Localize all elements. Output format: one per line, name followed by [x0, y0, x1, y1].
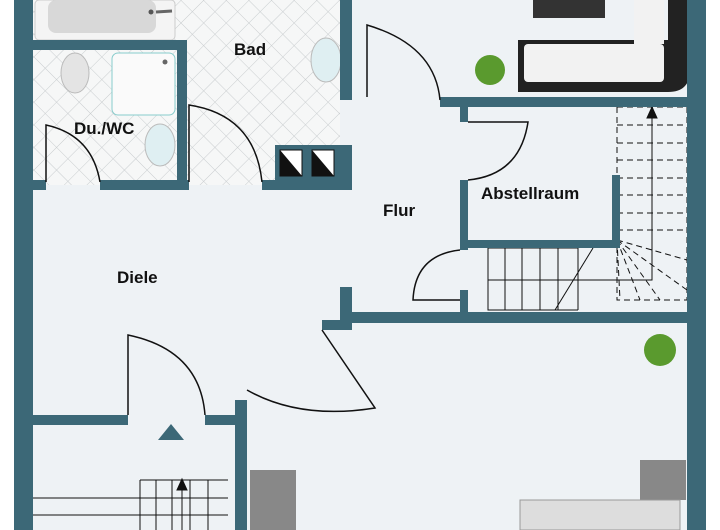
- door-abstellraum: [467, 121, 529, 181]
- room-label-abstellraum: Abstellraum: [481, 184, 580, 203]
- table: [533, 0, 605, 18]
- room-label-du-wc: Du./WC: [74, 119, 135, 138]
- entrance-arrow-icon: [158, 424, 184, 440]
- door-duwc: [45, 124, 101, 183]
- sink-duwc: [144, 123, 176, 167]
- room-label-diele: Diele: [117, 268, 158, 287]
- shower-tray: [111, 52, 176, 116]
- door-flur: [412, 249, 461, 301]
- toilet: [60, 52, 90, 94]
- door-entrance: [127, 334, 206, 416]
- door-bad: [188, 104, 263, 183]
- shaft-icons: [275, 145, 340, 183]
- bathtub: [34, 0, 176, 41]
- door-living: [366, 23, 441, 101]
- walls: [14, 0, 706, 530]
- bed: [519, 499, 681, 530]
- room-label-bad: Bad: [234, 40, 267, 59]
- staircase-left: [33, 477, 228, 530]
- nightstand: [640, 460, 686, 500]
- room-label-flur: Flur: [383, 201, 416, 220]
- plant-icon: [475, 55, 505, 85]
- plant-icon: [644, 334, 676, 366]
- sink-bad: [310, 37, 342, 83]
- wardrobe: [250, 470, 296, 530]
- door-room: [246, 329, 377, 413]
- doors: [45, 23, 529, 416]
- sofa: [518, 0, 690, 92]
